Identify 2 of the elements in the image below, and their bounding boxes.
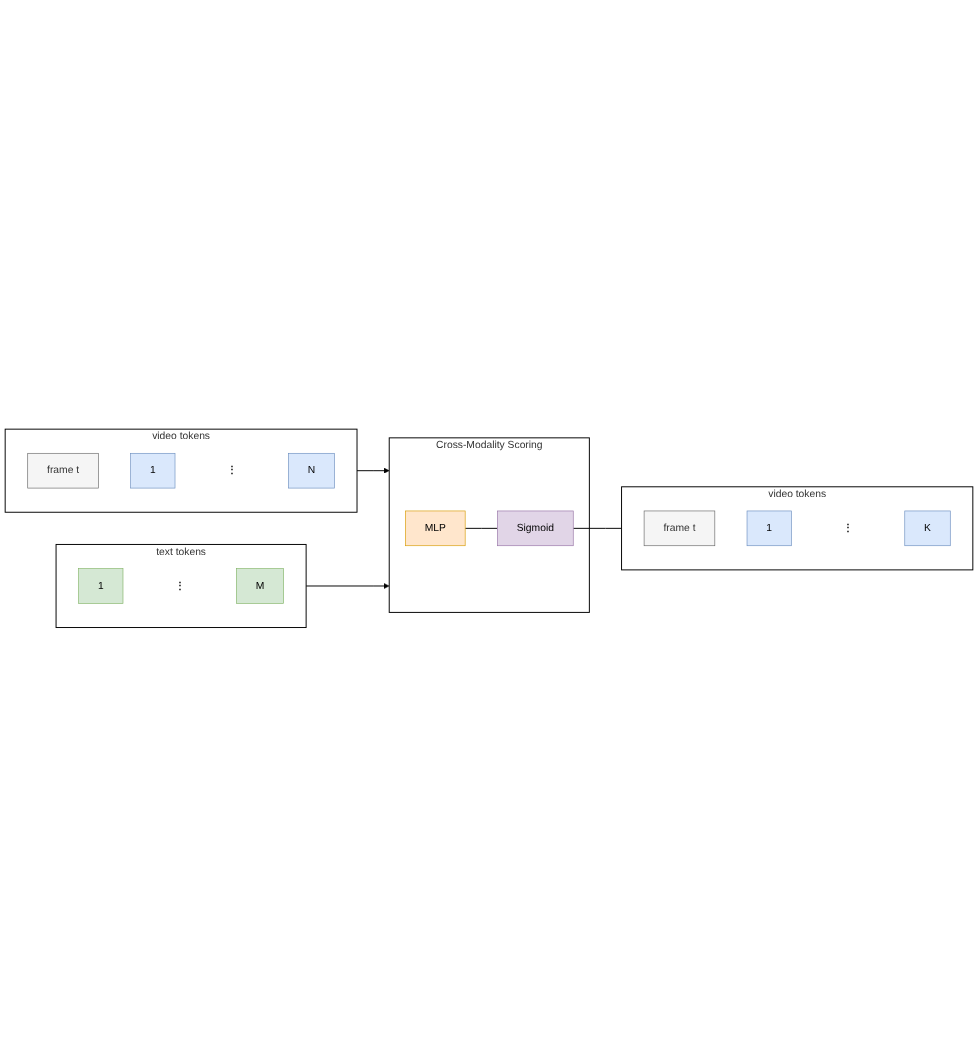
connector — [572, 528, 623, 530]
connector — [464, 528, 498, 530]
